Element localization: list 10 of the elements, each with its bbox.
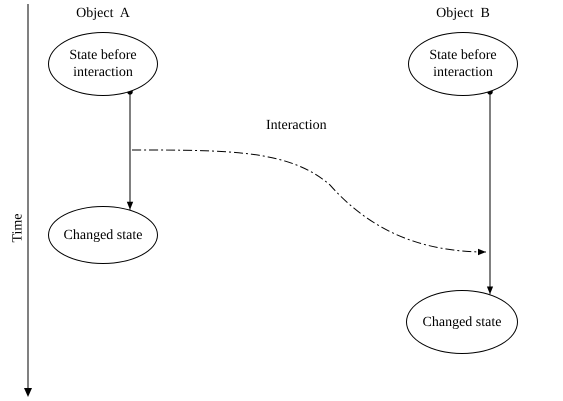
object-heading: Object A	[75, 6, 131, 22]
axis-label: Time	[10, 213, 27, 243]
object-heading: Object B	[435, 6, 491, 22]
state-ellipse: Changed state	[406, 290, 518, 354]
state-ellipse: Changed state	[48, 206, 158, 264]
arrow	[486, 89, 494, 295]
interaction-label: Interaction	[266, 118, 327, 134]
arrow	[126, 89, 134, 210]
state-ellipse: State before interaction	[408, 32, 518, 96]
state-ellipse: State before interaction	[48, 32, 158, 96]
